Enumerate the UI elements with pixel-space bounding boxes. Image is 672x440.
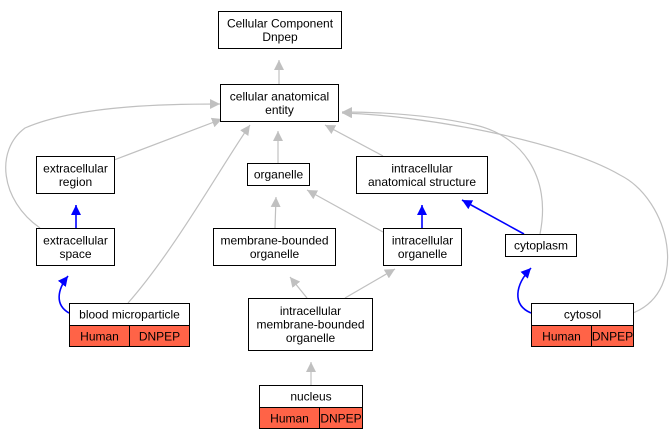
node-box	[247, 163, 310, 186]
node-label-line: membrane-bounded	[256, 318, 364, 332]
node-box	[213, 228, 336, 266]
edge-cytoplasm-ias-part-of	[461, 199, 525, 235]
node-label-line: cytosol	[564, 308, 601, 322]
edge-cytoplasm-cae-is-a	[341, 107, 544, 235]
annotation-label: Human	[270, 412, 309, 426]
annotation-cell	[591, 325, 634, 347]
annotation-cell	[129, 325, 190, 347]
node-label-line: Dnpep	[262, 30, 298, 44]
node-cytoplasm[interactable]: cytoplasm	[505, 234, 577, 257]
node-box	[505, 234, 577, 257]
node-label-line: organelle	[250, 247, 300, 261]
node-box	[356, 156, 488, 194]
node-label-line: anatomical structure	[368, 175, 476, 189]
node-label-line: extracellular	[43, 161, 108, 175]
annotation-tag-dnpep: DNPEP	[591, 325, 634, 347]
edge-imbo-io-is-a	[344, 268, 396, 299]
annotation-label: DNPEP	[320, 412, 361, 426]
annotation-label: DNPEP	[139, 330, 180, 344]
node-label-line: membrane-bounded	[220, 233, 328, 247]
node-label-line: intracellular	[392, 233, 453, 247]
annotation-tag-human: Human	[69, 325, 130, 347]
edge-exreg-cae-is-a	[113, 117, 223, 161]
node-box	[220, 84, 339, 122]
node-box	[383, 228, 462, 266]
edge-ias-cae-is-a	[324, 124, 384, 157]
annotation-tag-human: Human	[259, 407, 320, 429]
edge-mbo-organelle-is-a	[270, 196, 281, 229]
node-box	[36, 156, 115, 194]
node-label-line: cellular anatomical	[230, 89, 329, 103]
node-box	[248, 298, 373, 351]
node-label-line: blood microparticle	[79, 308, 180, 322]
edge-exspace-cae-is-a	[5, 99, 221, 229]
node-label-line: organelle	[286, 331, 336, 345]
edge-io-organelle-is-a	[306, 189, 384, 233]
edges-layer	[5, 60, 669, 385]
annotation-label: DNPEP	[592, 330, 633, 344]
node-label-line: intracellular	[280, 304, 341, 318]
node-box	[36, 228, 115, 266]
node-box	[218, 11, 342, 49]
node-label-line: entity	[265, 103, 294, 117]
node-label-line: nucleus	[290, 390, 331, 404]
edge-cytosol-cytoplasm-part-of	[517, 267, 532, 314]
annotation-tag-dnpep: DNPEP	[129, 325, 190, 347]
node-label-line: region	[59, 175, 92, 189]
node-label-line: organelle	[398, 247, 448, 261]
edge-imbo-mbo-is-a	[289, 276, 308, 299]
node-organelle[interactable]: organelle	[247, 163, 310, 186]
node-label-line: cytoplasm	[514, 239, 568, 253]
node-label-line: intracellular	[391, 161, 452, 175]
edge-bmp-cae-is-a	[127, 124, 251, 304]
annotation-cell	[319, 407, 363, 429]
annotation-tag-human: Human	[531, 325, 592, 347]
edge-bmp-exspace-part-of	[57, 275, 70, 314]
node-label-line: Cellular Component	[227, 16, 334, 30]
annotation-label: Human	[542, 330, 581, 344]
edge-cytosol-cae-is-a	[341, 108, 669, 314]
annotation-tag-dnpep: DNPEP	[319, 407, 363, 429]
annotation-label: Human	[80, 330, 119, 344]
node-label-line: organelle	[254, 168, 304, 182]
node-label-line: extracellular	[43, 233, 108, 247]
node-label-line: space	[59, 247, 91, 261]
